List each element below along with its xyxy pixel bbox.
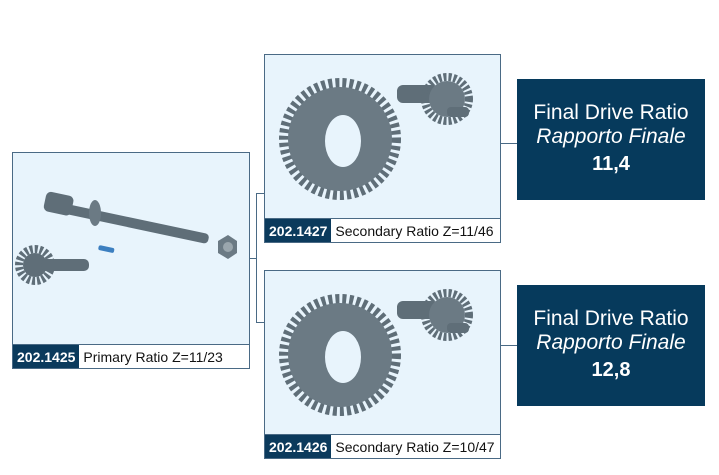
connector xyxy=(500,345,517,346)
part-code: 202.1425 xyxy=(13,345,80,368)
part-description: Primary Ratio Z=11/23 xyxy=(83,348,223,365)
secondary-gear-image xyxy=(279,289,473,416)
primary-ratio-card[interactable]: 202.1425 Primary Ratio Z=11/23 xyxy=(12,152,250,369)
secondary-gear-image xyxy=(279,73,473,200)
part-description: Secondary Ratio Z=11/46 xyxy=(335,222,494,239)
secondary-ratio-card-1[interactable]: 202.1427 Secondary Ratio Z=11/46 xyxy=(264,54,501,243)
primary-label: 202.1425 Primary Ratio Z=11/23 xyxy=(13,344,249,368)
secondary-label: 202.1426 Secondary Ratio Z=10/47 xyxy=(265,434,500,458)
primary-shaft-image xyxy=(15,191,237,285)
secondary-label: 202.1427 Secondary Ratio Z=11/46 xyxy=(265,218,500,242)
final-value: 11,4 xyxy=(592,153,630,175)
connector xyxy=(249,258,257,259)
part-code: 202.1427 xyxy=(265,219,332,242)
connector xyxy=(500,143,517,144)
final-drive-ratio-box-1: Final Drive Ratio Rapporto Finale 11,4 xyxy=(517,79,705,200)
final-title: Final Drive Ratio xyxy=(533,101,689,124)
final-value: 12,8 xyxy=(591,359,631,381)
connector xyxy=(256,193,264,194)
final-subtitle: Rapporto Finale xyxy=(536,125,686,148)
part-description: Secondary Ratio Z=10/47 xyxy=(335,438,495,455)
final-title: Final Drive Ratio xyxy=(533,307,689,330)
final-subtitle: Rapporto Finale xyxy=(536,331,686,354)
connector xyxy=(256,322,264,323)
secondary-ratio-card-2[interactable]: 202.1426 Secondary Ratio Z=10/47 xyxy=(264,270,501,459)
final-drive-ratio-box-2: Final Drive Ratio Rapporto Finale 12,8 xyxy=(517,285,705,406)
connector xyxy=(256,193,257,323)
part-code: 202.1426 xyxy=(265,435,332,458)
